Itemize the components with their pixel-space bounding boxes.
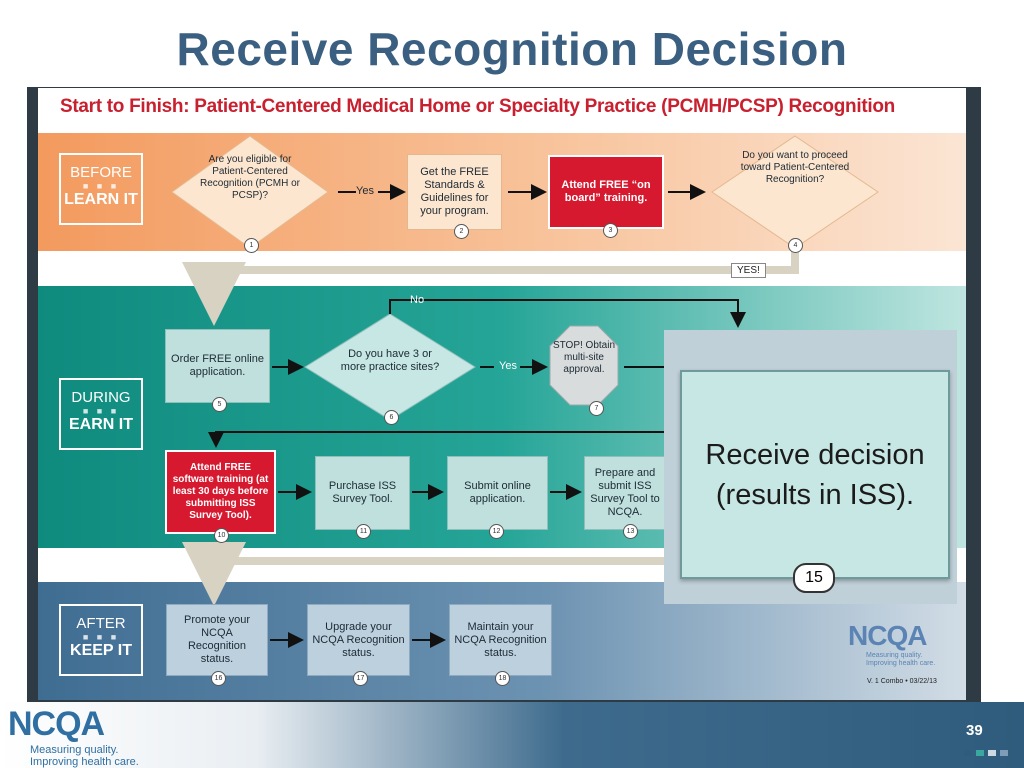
- yes-label-2: Yes: [499, 360, 517, 372]
- stage-during: DURING ■ ■ ■ EARN IT: [59, 378, 143, 450]
- step-17-number: 17: [353, 671, 368, 686]
- step-4-text: Do you want to proceed toward Patient-Ce…: [740, 150, 850, 185]
- step-11-number: 11: [356, 524, 371, 539]
- step-2-box: Get the FREE Standards & Guidelines for …: [407, 154, 502, 230]
- step-18-box: Maintain your NCQA Recognition status.: [449, 604, 552, 676]
- footer-ncqa-logo: NCQA Measuring quality. Improving health…: [8, 705, 139, 768]
- stage-dots: ■ ■ ■: [82, 632, 120, 642]
- step-6-text: Do you have 3 or more practice sites?: [340, 348, 440, 373]
- step-13-box: Prepare and submit ISS Survey Tool to NC…: [584, 456, 666, 530]
- step-18-number: 18: [495, 671, 510, 686]
- chart-title: Start to Finish: Patient-Centered Medica…: [60, 96, 895, 117]
- step-10-box: Attend FREE software training (at least …: [165, 450, 276, 534]
- stage-before-bottom: LEARN IT: [64, 191, 138, 208]
- footer-bar: [0, 702, 1024, 768]
- footer-square-3: [988, 750, 996, 756]
- step-12-box: Submit online application.: [447, 456, 548, 530]
- no-label: No: [410, 294, 425, 306]
- chart-ncqa-logo: NCQA Measuring quality. Improving health…: [848, 620, 958, 668]
- zoom-step-15-box: Receive decision (results in ISS).: [680, 370, 950, 579]
- footer-tagline-2: Improving health care.: [30, 756, 139, 768]
- zoom-step-15-number: 15: [793, 563, 835, 593]
- footer-square-2: [976, 750, 984, 756]
- slide-title: Receive Recognition Decision: [176, 23, 848, 75]
- step-11-box: Purchase ISS Survey Tool.: [315, 456, 410, 530]
- yes-label-1: Yes: [356, 185, 374, 197]
- stage-during-bottom: EARN IT: [69, 416, 133, 433]
- chart-ncqa-logo-text: NCQA: [848, 620, 927, 651]
- footer-square-4: [1000, 750, 1008, 756]
- chart-ncqa-tagline-1: Measuring quality.: [866, 652, 923, 659]
- step-13-number: 13: [623, 524, 638, 539]
- step-16-number: 16: [211, 671, 226, 686]
- step-2-number: 2: [454, 224, 469, 239]
- step-10-number: 10: [214, 528, 229, 543]
- step-16-box: Promote your NCQA Recognition status.: [166, 604, 268, 676]
- stage-dots: ■ ■ ■: [82, 181, 120, 191]
- chart-ncqa-tagline-2: Improving health care.: [866, 660, 936, 667]
- stage-after-top: AFTER: [76, 615, 126, 632]
- step-6-number: 6: [384, 410, 399, 425]
- footer-ncqa-logo-text: NCQA: [8, 705, 105, 743]
- stage-during-top: DURING: [71, 389, 131, 406]
- stage-before-top: BEFORE: [70, 164, 132, 181]
- yes-big-label: YES!: [731, 263, 766, 278]
- footer-tagline-1: Measuring quality.: [30, 744, 119, 756]
- stage-after-bottom: KEEP IT: [70, 642, 132, 659]
- page-number: 39: [966, 722, 983, 739]
- flow-connectors: [171, 135, 879, 648]
- step-7-number: 7: [589, 401, 604, 416]
- step-3-number: 3: [603, 223, 618, 238]
- stage-dots: ■ ■ ■: [82, 406, 120, 416]
- stage-before: BEFORE ■ ■ ■ LEARN IT: [59, 153, 143, 225]
- stage-after: AFTER ■ ■ ■ KEEP IT: [59, 604, 143, 676]
- footer-square-1: [964, 750, 972, 756]
- step-7-text: STOP! Obtain multi-site approval.: [552, 340, 616, 375]
- step-5-number: 5: [212, 397, 227, 412]
- step-4-number: 4: [788, 238, 803, 253]
- zoom-step-15-text: Receive decision (results in ISS).: [705, 438, 925, 511]
- step-17-box: Upgrade your NCQA Recognition status.: [307, 604, 410, 676]
- step-12-number: 12: [489, 524, 504, 539]
- step-5-box: Order FREE online application.: [165, 329, 270, 403]
- version-text: V. 1 Combo • 03/22/13: [867, 678, 937, 685]
- step-3-box: Attend FREE “on board” training.: [548, 155, 664, 229]
- step-1-text: Are you eligible for Patient-Centered Re…: [199, 154, 301, 201]
- step-1-number: 1: [244, 238, 259, 253]
